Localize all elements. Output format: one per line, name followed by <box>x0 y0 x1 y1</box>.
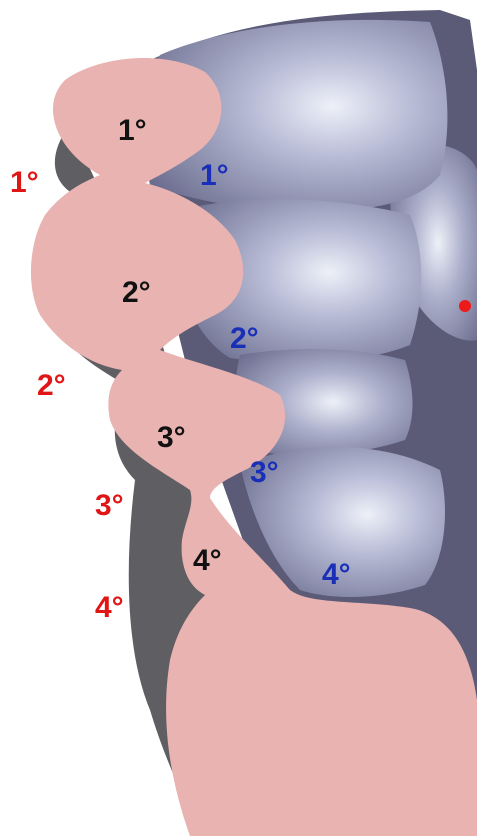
label-red-3: 3° <box>95 489 124 522</box>
label-black-3: 3° <box>157 421 186 454</box>
label-red-2: 2° <box>37 369 66 402</box>
label-black-1: 1° <box>118 114 147 147</box>
label-blue-3: 3° <box>250 456 279 489</box>
label-black-2: 2° <box>122 276 151 309</box>
label-blue-4: 4° <box>322 558 351 591</box>
red-dot <box>459 300 471 312</box>
label-black-4: 4° <box>193 544 222 577</box>
label-red-1: 1° <box>10 166 39 199</box>
label-blue-1: 1° <box>200 159 229 192</box>
label-blue-2: 2° <box>230 322 259 355</box>
label-red-4: 4° <box>95 591 124 624</box>
